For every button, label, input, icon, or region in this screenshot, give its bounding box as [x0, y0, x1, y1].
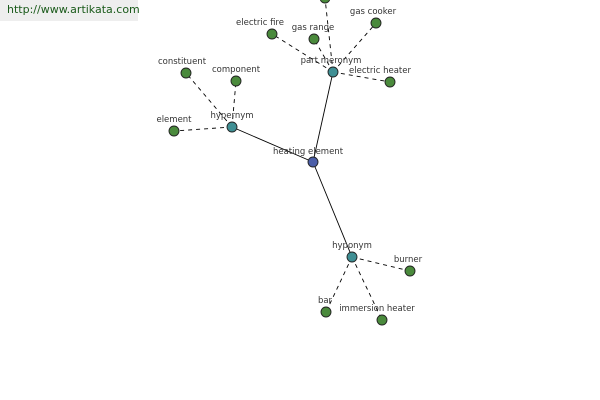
leaf-label-element[interactable]: element — [156, 115, 192, 125]
leaf-label-component[interactable]: component — [212, 65, 261, 75]
edge-part-meronym-to-gas-range — [313, 38, 334, 73]
leaf-node-burner[interactable] — [404, 265, 416, 277]
leaf-node-unlabeled-4[interactable] — [319, 0, 331, 4]
graph-edges — [173, 0, 411, 321]
edge-center-to-hyponym — [312, 161, 353, 258]
relation-label-part-meronym[interactable]: part meronym — [301, 56, 362, 66]
watermark-url: http://www.artikata.com — [7, 3, 140, 16]
edge-hypernym-to-constituent — [185, 72, 233, 128]
edge-hyponym-to-burner — [351, 256, 411, 272]
leaf-node-bar[interactable] — [320, 306, 332, 318]
edge-hyponym-to-bar — [325, 256, 353, 313]
edge-part-meronym-to-gas-cooker — [332, 22, 377, 73]
leaf-node-electric-fire[interactable] — [266, 28, 278, 40]
leaf-label-constituent[interactable]: constituent — [158, 57, 207, 67]
leaf-node-immersion-heater[interactable] — [376, 314, 388, 326]
edge-part-meronym-to-electric-heater — [332, 71, 391, 83]
center-node[interactable] — [307, 156, 319, 168]
relation-node-hyponym[interactable] — [346, 251, 358, 263]
leaf-label-electric-heater[interactable]: electric heater — [349, 66, 411, 76]
relation-node-hypernym[interactable] — [226, 121, 238, 133]
leaf-node-component[interactable] — [230, 75, 242, 87]
edge-part-meronym-to-electric-fire — [271, 33, 334, 73]
watermark-box: http://www.artikata.com — [0, 0, 140, 21]
leaf-label-bar[interactable]: bar — [318, 296, 333, 306]
relation-label-hypernym[interactable]: hypernym — [210, 111, 253, 121]
graph-labels: constituent component element hypernym elect… — [156, 7, 422, 314]
leaf-node-element[interactable] — [168, 125, 180, 137]
leaf-node-electric-heater[interactable] — [384, 76, 396, 88]
leaf-node-gas-cooker[interactable] — [370, 17, 382, 29]
relation-node-part-meronym[interactable] — [327, 66, 339, 78]
edge-hyponym-to-immersion-heater — [351, 256, 383, 321]
leaf-label-gas-range[interactable]: gas range — [292, 23, 334, 33]
leaf-label-burner[interactable]: burner — [394, 255, 423, 265]
graph-nodes — [168, 0, 416, 326]
leaf-node-constituent[interactable] — [180, 67, 192, 79]
leaf-label-electric-fire[interactable]: electric fire — [236, 18, 284, 28]
edge-center-to-part-meronym — [312, 71, 334, 163]
leaf-node-gas-range[interactable] — [308, 33, 320, 45]
edge-hypernym-to-element — [173, 126, 233, 132]
leaf-label-immersion-heater[interactable]: immersion heater — [339, 304, 415, 314]
relation-label-hyponym[interactable]: hyponym — [332, 241, 372, 251]
center-label[interactable]: heating element — [273, 147, 344, 157]
edge-center-to-hypernym — [231, 126, 314, 163]
leaf-label-gas-cooker[interactable]: gas cooker — [350, 7, 397, 17]
